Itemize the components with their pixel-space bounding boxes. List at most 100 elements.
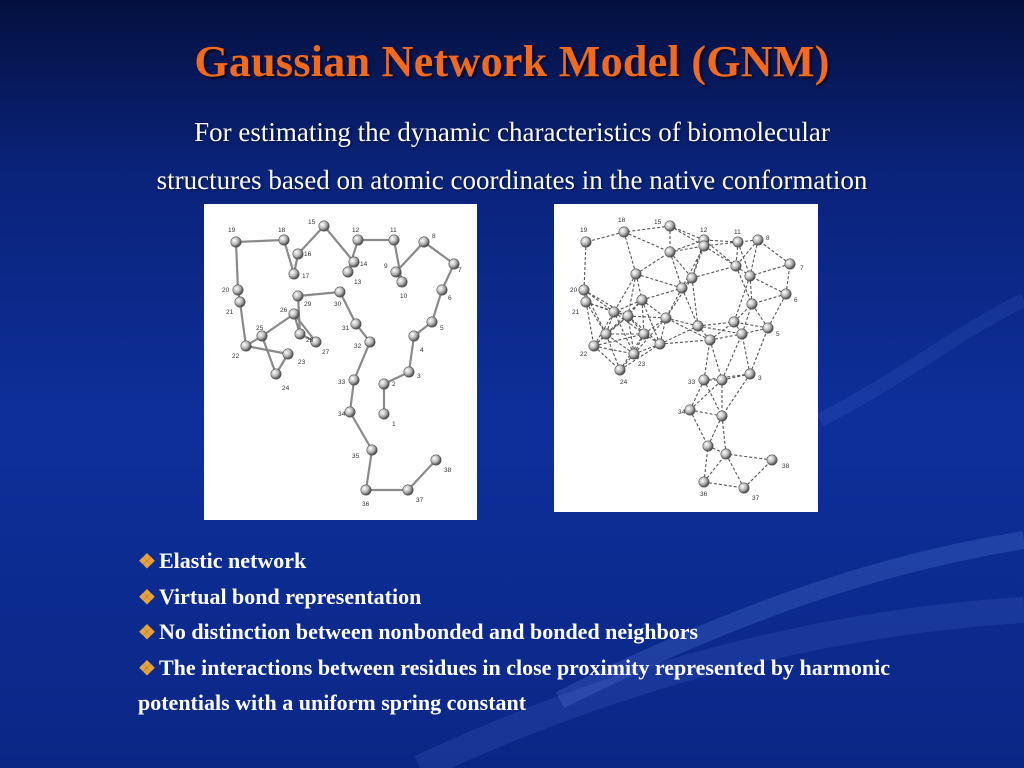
residue-label: 18	[278, 227, 286, 234]
virtual-bond	[364, 449, 374, 491]
residue-node	[730, 260, 742, 272]
residue-label: 2	[392, 381, 396, 388]
virtual-bond	[346, 239, 360, 273]
residue-label: 22	[232, 353, 240, 360]
residue-node	[720, 448, 732, 460]
spring-link	[641, 287, 683, 301]
residue-label: 28	[306, 337, 314, 344]
residue-label: 5	[440, 325, 444, 332]
spring-link	[665, 317, 711, 341]
diamond-bullet-icon: ❖	[138, 586, 156, 609]
residue-node	[736, 328, 748, 340]
residue-label: 36	[700, 491, 708, 498]
residue-label: 5	[776, 331, 780, 338]
spring-link	[641, 299, 661, 345]
residue-label: 20	[222, 287, 230, 294]
virtual-bond	[430, 289, 444, 323]
residue-node	[256, 330, 268, 342]
spring-link	[689, 409, 709, 447]
spring-link	[749, 263, 791, 277]
residue-node	[600, 328, 612, 340]
virtual-bond	[297, 225, 325, 255]
residue-label: 17	[302, 273, 310, 280]
spring-link	[749, 275, 787, 295]
diamond-bullet-icon: ❖	[138, 622, 156, 644]
virtual-bond	[407, 459, 437, 491]
virtual-bond	[392, 239, 404, 283]
spring-link	[619, 343, 661, 371]
residue-node	[716, 374, 728, 386]
spring-link	[593, 333, 645, 347]
residue-node	[310, 336, 322, 348]
residue-node	[288, 308, 300, 320]
spring-link	[623, 225, 671, 233]
spring-link	[697, 321, 735, 327]
residue-label: 19	[580, 227, 588, 234]
residue-label: 3	[758, 375, 762, 382]
residue-node	[344, 406, 356, 418]
spring-link	[669, 245, 705, 253]
spring-link	[641, 299, 645, 335]
residue-node	[780, 288, 792, 300]
virtual-bond	[238, 301, 248, 347]
bullet-text: The interactions between residues in clo…	[138, 654, 890, 716]
residue-label: 22	[580, 351, 588, 358]
virtual-bond	[323, 225, 355, 263]
spring-link	[697, 325, 743, 335]
spring-link	[585, 231, 625, 243]
spring-link	[627, 273, 637, 317]
spring-link	[659, 325, 699, 345]
slide-subtitle: For estimating the dynamic characteristi…	[60, 108, 964, 204]
residue-label: 3	[417, 373, 421, 380]
residue-label: 16	[304, 251, 312, 258]
residue-node	[704, 334, 716, 346]
spring-link	[627, 315, 635, 355]
spring-link	[669, 225, 705, 247]
residue-node	[318, 220, 330, 232]
spring-link	[709, 339, 723, 381]
residue-node	[292, 290, 304, 302]
residue-node	[698, 476, 710, 488]
residue-node	[448, 258, 460, 270]
spring-link	[613, 273, 637, 313]
spring-link	[585, 301, 607, 335]
virtual-bond	[297, 290, 341, 298]
spring-link	[623, 231, 671, 253]
residue-label: 6	[794, 297, 798, 304]
spring-link	[703, 481, 745, 489]
residue-label: 15	[308, 219, 316, 226]
residue-node	[418, 236, 430, 248]
virtual-bond	[234, 241, 240, 291]
residue-label: 10	[400, 293, 408, 300]
spring-link	[691, 245, 705, 279]
spring-link	[691, 277, 699, 327]
spring-link	[767, 293, 787, 329]
residue-label: 36	[362, 501, 370, 508]
residue-label: 29	[304, 301, 312, 308]
bullet-text: Elastic network	[158, 548, 307, 573]
residue-label: 21	[572, 309, 580, 316]
residue-node	[230, 236, 242, 248]
residue-node	[360, 484, 372, 496]
spring-link	[585, 301, 595, 347]
bullet-item: ❖Elastic network	[138, 544, 898, 580]
spring-link	[743, 459, 773, 489]
virtual-bond	[395, 241, 425, 273]
spring-link	[703, 339, 711, 381]
residue-node	[240, 340, 252, 352]
spring-link	[689, 379, 723, 411]
backbone-chain-diagram: 1234567891011121314151617181920212223242…	[222, 219, 462, 508]
residue-label: 11	[734, 229, 741, 236]
residue-node	[716, 410, 728, 422]
residue-label: 12	[352, 227, 360, 234]
residue-node	[664, 246, 676, 258]
spring-link	[633, 333, 645, 355]
residue-label: 33	[338, 379, 346, 386]
residue-node	[430, 454, 442, 466]
virtual-bond	[282, 239, 296, 275]
spring-link	[721, 415, 727, 455]
diamond-bullet-icon: ❖	[138, 551, 156, 573]
residue-node	[580, 236, 592, 248]
residue-label: 12	[700, 227, 708, 234]
